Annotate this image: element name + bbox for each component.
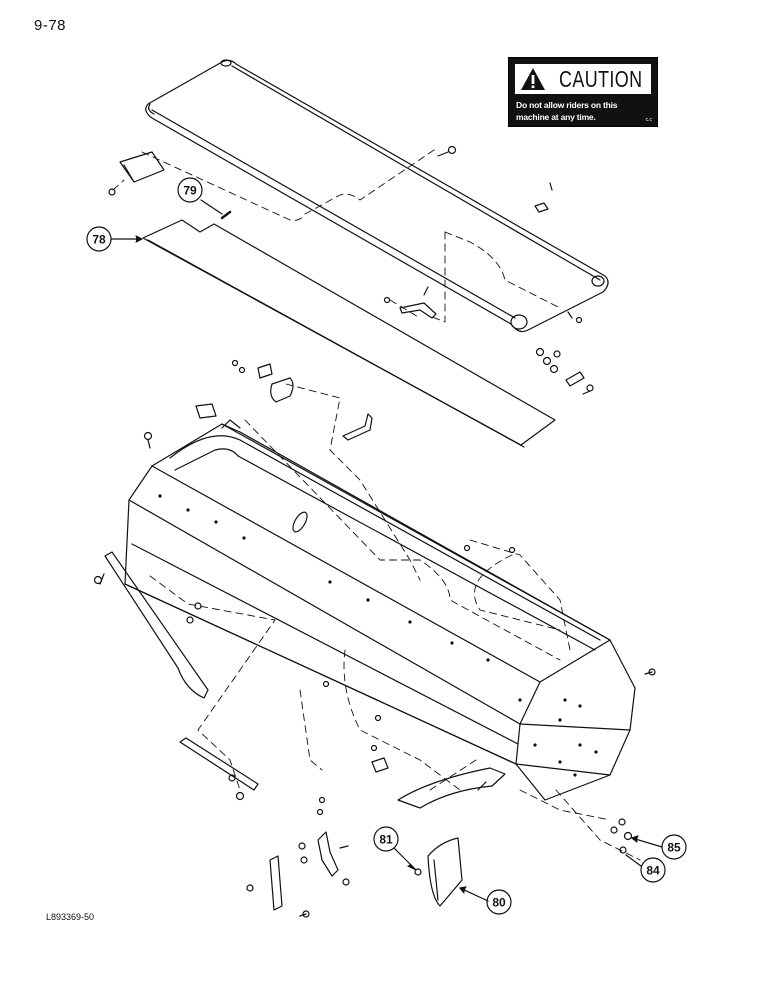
caution-header: CAUTION: [515, 64, 651, 94]
callout-78-label: 78: [92, 233, 106, 247]
callout-85-circle: [661, 834, 687, 860]
callout-80-circle: [486, 889, 512, 915]
part-80: [427, 837, 463, 907]
dashed-leaders-upper: [112, 147, 561, 323]
callout-79-label: 79: [183, 184, 197, 198]
body-bolt-holes: [158, 494, 598, 777]
callout-78-circle: [86, 226, 112, 252]
body-brackets: [93, 359, 656, 773]
right-hardware-cluster: [535, 347, 594, 395]
bottom-left-bracket: [179, 737, 259, 801]
hopper-body: [124, 419, 636, 801]
callout-85-label: 85: [667, 841, 681, 855]
callout-81-label: 81: [379, 833, 393, 847]
callout-81-circle: [373, 826, 399, 852]
caution-decal: CAUTION Do not allow riders on this mach…: [508, 57, 658, 127]
top-cover-panel: [145, 59, 609, 333]
callout-circles: [86, 177, 687, 915]
callout-84-label: 84: [646, 864, 660, 878]
left-side-wing: [104, 551, 209, 699]
top-fasteners: [108, 145, 583, 324]
page-number: 9-78: [34, 17, 67, 34]
caution-mark: c.c: [645, 117, 652, 123]
callout-84-circle: [640, 857, 666, 883]
caution-message: Do not allow riders on this machine at a…: [516, 100, 618, 122]
callout-79-circle: [177, 177, 203, 203]
seal-strip-panel: [142, 219, 556, 448]
right-side-wing: [397, 767, 506, 809]
wing-bolt: [477, 781, 487, 791]
pin-79: [220, 210, 232, 220]
warning-triangle-icon: [521, 68, 545, 90]
fasteners-84-85: [414, 818, 633, 876]
callout-80-label: 80: [492, 896, 506, 910]
dashed-leaders-lower: [149, 383, 641, 861]
figure-id: L893369-50: [46, 912, 95, 922]
lower-center-brackets: [246, 796, 350, 918]
caution-title: CAUTION: [559, 66, 643, 92]
callout-leaders: [110, 199, 663, 902]
